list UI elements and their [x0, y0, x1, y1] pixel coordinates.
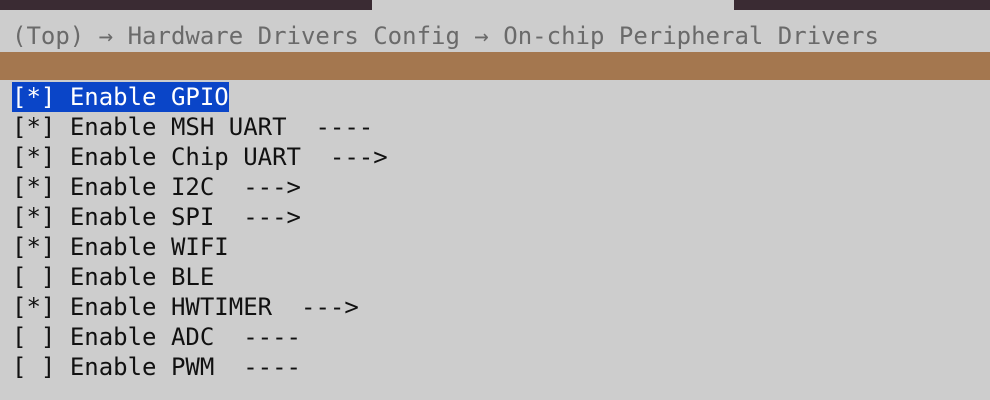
menu-item-label: Enable Chip UART: [69, 143, 301, 171]
menu-item-checkbox[interactable]: [*]: [12, 143, 56, 171]
menu-item-selection: [*] Enable Chip UART: [12, 142, 301, 172]
menu-item-msh-uart[interactable]: [*] Enable MSH UART ----: [12, 112, 388, 142]
menu-item-adc[interactable]: [ ] Enable ADC ----: [12, 322, 388, 352]
menu-item-submenu-indicator: --->: [214, 173, 302, 201]
menu-item-label: Enable SPI: [69, 203, 215, 231]
menu-item-checkbox[interactable]: [ ]: [12, 263, 56, 291]
menu-item-label: Enable WIFI: [69, 233, 229, 261]
terminal-tab-right[interactable]: [734, 0, 990, 10]
menu-item-submenu-indicator: ----: [214, 323, 302, 351]
menu-item-selection: [*] Enable HWTIMER: [12, 292, 272, 322]
menuconfig-list: [*] Enable GPIO [*] Enable MSH UART ----…: [12, 82, 388, 382]
menu-item-gpio[interactable]: [*] Enable GPIO: [12, 82, 388, 112]
menu-item-selection: [*] Enable SPI: [12, 202, 214, 232]
menu-item-submenu-indicator: --->: [214, 203, 302, 231]
menu-item-selection: [ ] Enable BLE: [12, 262, 214, 292]
menu-item-label: Enable I2C: [69, 173, 215, 201]
terminal-tab-left[interactable]: [0, 0, 372, 10]
menu-item-ble[interactable]: [ ] Enable BLE: [12, 262, 388, 292]
menu-item-checkbox[interactable]: [*]: [12, 173, 56, 201]
menu-item-spi[interactable]: [*] Enable SPI --->: [12, 202, 388, 232]
menu-item-checkbox[interactable]: [*]: [12, 203, 56, 231]
menu-item-i2c[interactable]: [*] Enable I2C --->: [12, 172, 388, 202]
menu-item-checkbox[interactable]: [ ]: [12, 353, 56, 381]
menu-item-hwtimer[interactable]: [*] Enable HWTIMER --->: [12, 292, 388, 322]
menu-title-bar: [0, 52, 990, 80]
menu-item-label: Enable GPIO: [69, 83, 229, 111]
menu-item-selection: [ ] Enable ADC: [12, 322, 214, 352]
menu-item-checkbox[interactable]: [*]: [12, 113, 56, 141]
menu-item-label: Enable MSH UART: [69, 113, 287, 141]
window-top-strip: [0, 0, 990, 10]
menu-item-submenu-indicator: --->: [301, 143, 388, 171]
menu-item-submenu-indicator: ----: [286, 113, 374, 141]
menu-item-selection: [*] Enable GPIO: [12, 82, 229, 112]
menu-item-selection: [ ] Enable PWM: [12, 352, 214, 382]
menu-item-chip-uart[interactable]: [*] Enable Chip UART --->: [12, 142, 388, 172]
menu-item-checkbox[interactable]: [*]: [12, 293, 56, 321]
menu-item-label: Enable BLE: [69, 263, 215, 291]
menu-item-checkbox[interactable]: [ ]: [12, 323, 56, 351]
menu-item-label: Enable ADC: [69, 323, 215, 351]
menu-item-submenu-indicator: --->: [272, 293, 359, 321]
menu-item-label: Enable HWTIMER: [69, 293, 273, 321]
menu-item-selection: [*] Enable MSH UART: [12, 112, 287, 142]
menu-item-checkbox[interactable]: [*]: [12, 83, 56, 111]
menu-item-submenu-indicator: ----: [214, 353, 302, 381]
menu-item-checkbox[interactable]: [*]: [12, 233, 56, 261]
menu-item-pwm[interactable]: [ ] Enable PWM ----: [12, 352, 388, 382]
menu-item-label: Enable PWM: [69, 353, 215, 381]
menu-item-selection: [*] Enable I2C: [12, 172, 214, 202]
menu-item-wifi[interactable]: [*] Enable WIFI: [12, 232, 388, 262]
breadcrumb: (Top) → Hardware Drivers Config → On-chi…: [12, 22, 879, 50]
menu-item-selection: [*] Enable WIFI: [12, 232, 229, 262]
